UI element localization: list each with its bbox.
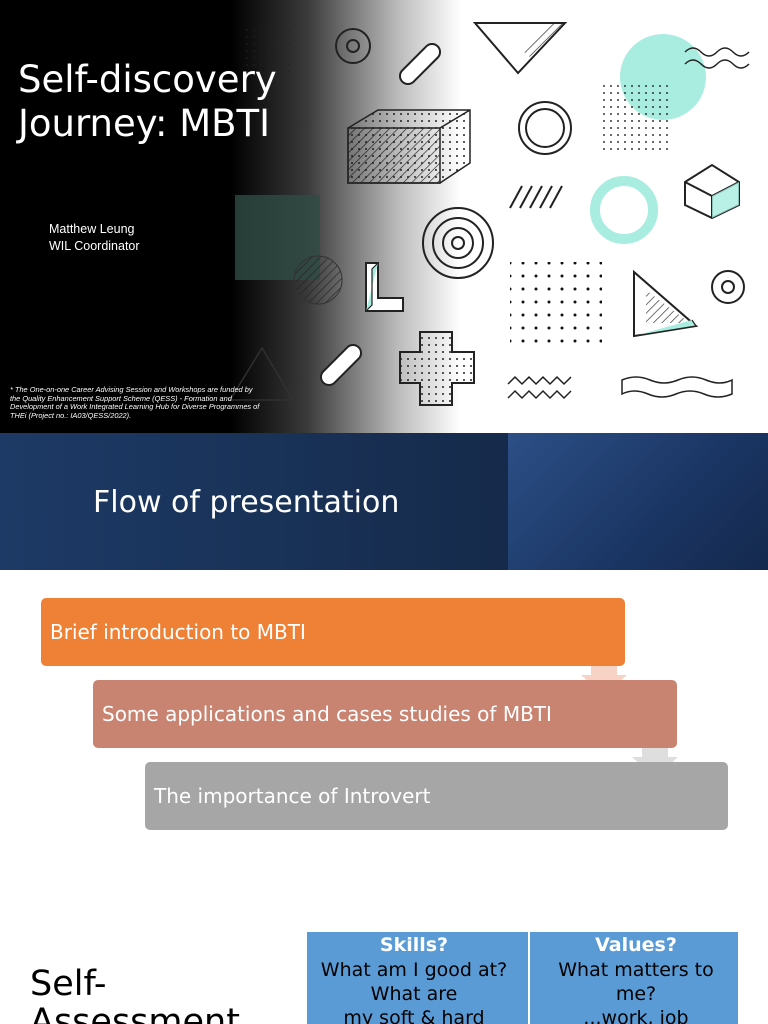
flow-step-3: The importance of Introvert bbox=[145, 762, 728, 830]
slide-title: Self-discovery Journey: MBTI Matthew Leu… bbox=[0, 0, 768, 433]
title-line-2: Journey: MBTI bbox=[18, 102, 271, 145]
flow-step-label: Some applications and cases studies of M… bbox=[102, 702, 552, 726]
author-name: Matthew Leung bbox=[49, 222, 135, 236]
funding-footnote: * The One-on-one Career Advising Session… bbox=[10, 385, 260, 420]
skills-question-3: my soft & hard bbox=[343, 1007, 485, 1024]
title-line-1: Self-discovery bbox=[18, 58, 277, 101]
slide-self-assessment: Self- Assessment Skills? What am I good … bbox=[0, 870, 768, 1024]
slide-section-header: Flow of presentation bbox=[0, 433, 768, 570]
values-heading: Values? bbox=[595, 934, 677, 956]
skills-heading: Skills? bbox=[379, 934, 449, 956]
values-question-3: ...work, job bbox=[583, 1007, 689, 1024]
self-assessment-title: Self- Assessment bbox=[30, 965, 240, 1024]
table-divider bbox=[528, 932, 530, 1024]
title-line-2: Assessment bbox=[30, 1002, 240, 1024]
skills-question-2: What are bbox=[370, 983, 458, 1005]
author-role: WIL Coordinator bbox=[49, 239, 140, 253]
flow-step-1: Brief introduction to MBTI bbox=[41, 598, 625, 666]
flow-step-label: Brief introduction to MBTI bbox=[50, 620, 306, 644]
slide-title-heading: Self-discovery Journey: MBTI bbox=[18, 58, 277, 146]
header-accent-panel bbox=[508, 433, 768, 570]
title-line-1: Self- bbox=[30, 964, 107, 1004]
flow-step-label: The importance of Introvert bbox=[154, 784, 431, 808]
geometric-decoration bbox=[228, 22, 750, 406]
slide-flow: Brief introduction to MBTI Some applicat… bbox=[0, 570, 768, 870]
skills-question-1: What am I good at? bbox=[320, 959, 508, 981]
values-question-1: What matters to bbox=[558, 959, 714, 981]
values-cell: Values? What matters to me? ...work, job bbox=[529, 932, 743, 1024]
flow-step-2: Some applications and cases studies of M… bbox=[93, 680, 677, 748]
author-block: Matthew Leung WIL Coordinator bbox=[49, 221, 140, 255]
assessment-table: Skills? What am I good at? What are my s… bbox=[307, 932, 738, 1024]
skills-cell: Skills? What am I good at? What are my s… bbox=[307, 932, 521, 1024]
values-question-2: me? bbox=[615, 983, 657, 1005]
section-title: Flow of presentation bbox=[93, 485, 400, 520]
